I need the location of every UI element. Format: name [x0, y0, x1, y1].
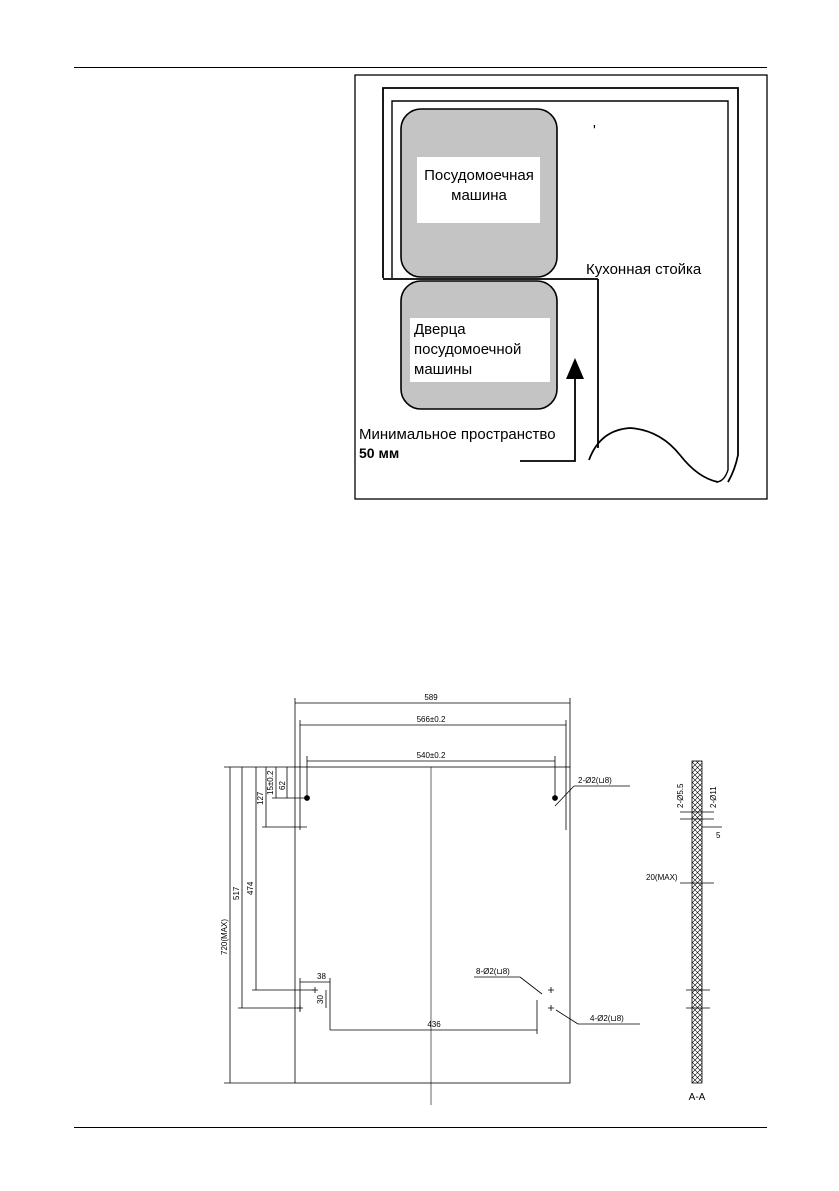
middle-callout-leader: [519, 976, 543, 995]
section-thickness-label: 20(MAX): [646, 873, 678, 882]
footer-rule: [74, 1127, 767, 1128]
dishwasher-label-line1: Посудомоечная: [424, 167, 534, 184]
section-dim-11-label: 2-Ø11: [709, 786, 718, 808]
top-holes-callout: 2-Ø2(⊔8): [578, 776, 612, 785]
counter-label: Кухонная стойка: [586, 261, 702, 278]
clearance-arrow-head: [566, 358, 584, 379]
top-left-hole: [304, 795, 310, 801]
dim-30-label: 30: [316, 995, 325, 1004]
dim-436-label: 436: [427, 1020, 441, 1029]
dim-15-label: 15±0.2: [266, 770, 275, 795]
dim-38-label: 38: [317, 972, 326, 981]
dim-540-label: 540±0.2: [417, 751, 446, 760]
dishwasher-label-bg: [417, 157, 540, 223]
door-label-bg: [410, 318, 550, 382]
stray-mark: ': [593, 122, 596, 139]
panel-outline: [294, 766, 571, 1084]
hole-marker-4: [548, 1005, 554, 1011]
section-label: A-A: [689, 1092, 706, 1103]
section-dim-5-label: 5: [716, 831, 721, 840]
top-right-hole: [552, 795, 558, 801]
dim-62-label: 62: [278, 781, 287, 790]
dim-566-label: 566±0.2: [417, 715, 446, 724]
section-bar: [691, 760, 703, 1084]
dim-589-label: 589: [424, 693, 438, 702]
door-label-line2: посудомоечной: [414, 341, 521, 358]
header-rule: [74, 67, 767, 68]
dim-720-label: 720(MAX): [220, 919, 229, 955]
bottom-holes-callout: 4-Ø2(⊔8): [590, 1014, 624, 1023]
top-callout-leader: [554, 785, 575, 807]
door-label-line1: Дверца: [414, 321, 466, 338]
bottom-callout-leader: [555, 1009, 579, 1025]
dim-517-label: 517: [232, 886, 241, 900]
dim-127-label: 127: [256, 791, 265, 805]
door-label-line3: машины: [414, 361, 472, 378]
counter-outline: [382, 87, 739, 483]
counter-inner-outline: [391, 100, 729, 483]
dishwasher-label-line2: машина: [451, 187, 507, 204]
hole-marker-3: [548, 987, 554, 993]
section-dim-55-label: 2-Ø5.5: [676, 783, 685, 808]
hole-marker-1: [312, 987, 318, 993]
clearance-label-line1: Минимальное пространство: [359, 426, 556, 443]
hole-marker-2: [297, 1005, 303, 1011]
cabinet-curve: [588, 427, 719, 483]
clearance-label-line2: 50 мм: [359, 445, 399, 461]
middle-holes-callout: 8-Ø2(⊔8): [476, 967, 510, 976]
clearance-arrow-line: [520, 375, 576, 462]
dim-474-label: 474: [246, 881, 255, 895]
